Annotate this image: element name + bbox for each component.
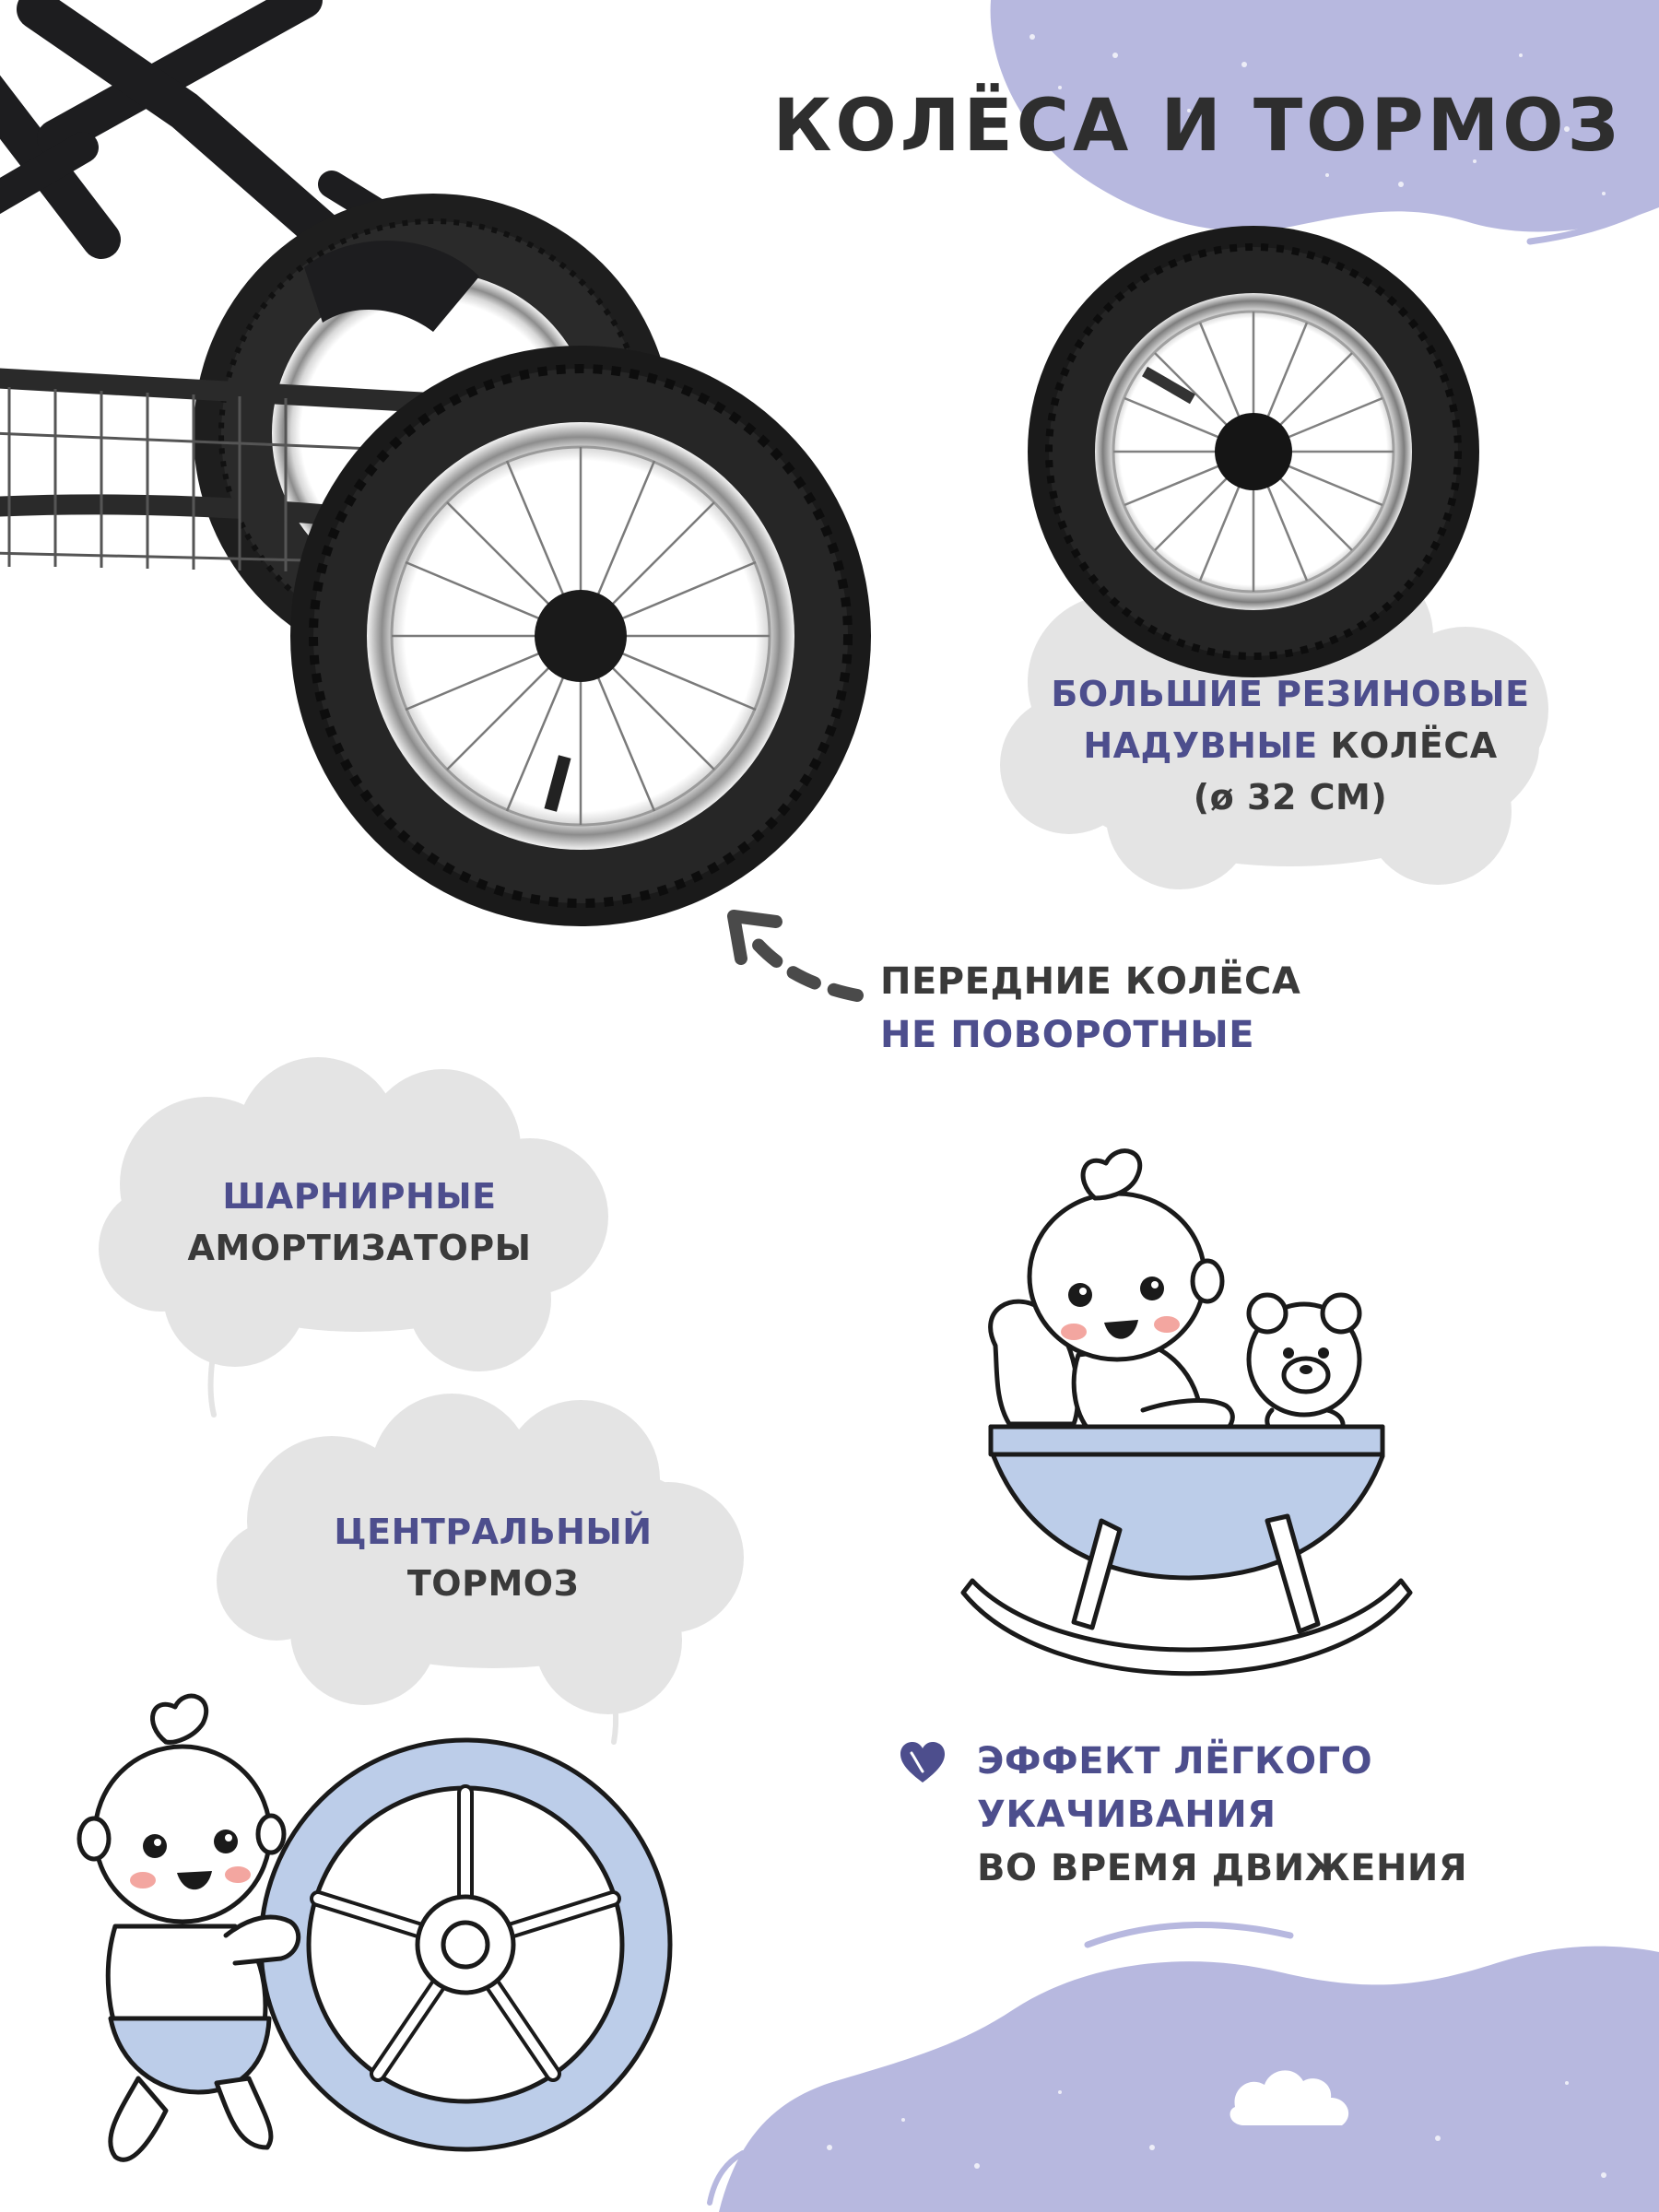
rocking-line1: ЭФФЕКТ ЛЁГКОГО УКАЧИВАНИЯ (977, 1740, 1373, 1836)
top-right-swoosh (1526, 197, 1659, 245)
brake-callout-line2: ТОРМОЗ (406, 1563, 580, 1604)
rocking-note: ЭФФЕКТ ЛЁГКОГО УКАЧИВАНИЯ ВО ВРЕМЯ ДВИЖЕ… (977, 1735, 1641, 1895)
bottom-swoosh (1084, 1922, 1294, 1948)
wheels-callout-diameter: (ø 32 СМ) (1193, 777, 1388, 818)
small-cloud-icon (1230, 2070, 1349, 2125)
wheels-callout-rest: КОЛЁСА (1317, 725, 1498, 766)
top-right-blob (990, 0, 1659, 232)
brake-callout-tail (606, 1665, 618, 1745)
front-wheels-line1: ПЕРЕДНИЕ КОЛЁСА (880, 960, 1301, 1003)
bottom-swoosh-left (707, 2150, 746, 2206)
heart-icon (900, 1742, 945, 1783)
shock-callout-line2: АМОРТИЗАТОРЫ (187, 1228, 532, 1268)
wheels-callout: БОЛЬШИЕ РЕЗИНОВЫЕ НАДУВНЫЕ КОЛЁСА (ø 32 … (977, 668, 1604, 823)
shock-callout: ШАРНИРНЫЕ АМОРТИЗАТОРЫ (147, 1171, 571, 1274)
brake-callout-cloud (217, 1394, 744, 1714)
shock-callout-tail (207, 1329, 220, 1418)
shock-callout-line1: ШАРНИРНЫЕ (222, 1176, 497, 1217)
front-wheel (290, 346, 871, 926)
front-wheels-line2: НЕ ПОВОРОТНЫЕ (880, 1014, 1255, 1056)
bottom-right-blob (719, 1946, 1659, 2212)
brake-callout-line1: ЦЕНТРАЛЬНЫЙ (334, 1512, 653, 1552)
shock-callout-cloud (99, 1057, 608, 1371)
rocking-line2: ВО ВРЕМЯ ДВИЖЕНИЯ (977, 1847, 1468, 1889)
page-title: КОЛЁСА И ТОРМОЗ (772, 85, 1622, 168)
wheels-callout-accent: НАДУВНЫЕ (1083, 725, 1318, 766)
brake-callout: ЦЕНТРАЛЬНЫЙ ТОРМОЗ (276, 1506, 710, 1609)
front-wheels-note: ПЕРЕДНИЕ КОЛЁСА НЕ ПОВОРОТНЫЕ (880, 955, 1433, 1062)
wheels-callout-line1: БОЛЬШИЕ РЕЗИНОВЫЕ (1051, 674, 1530, 714)
